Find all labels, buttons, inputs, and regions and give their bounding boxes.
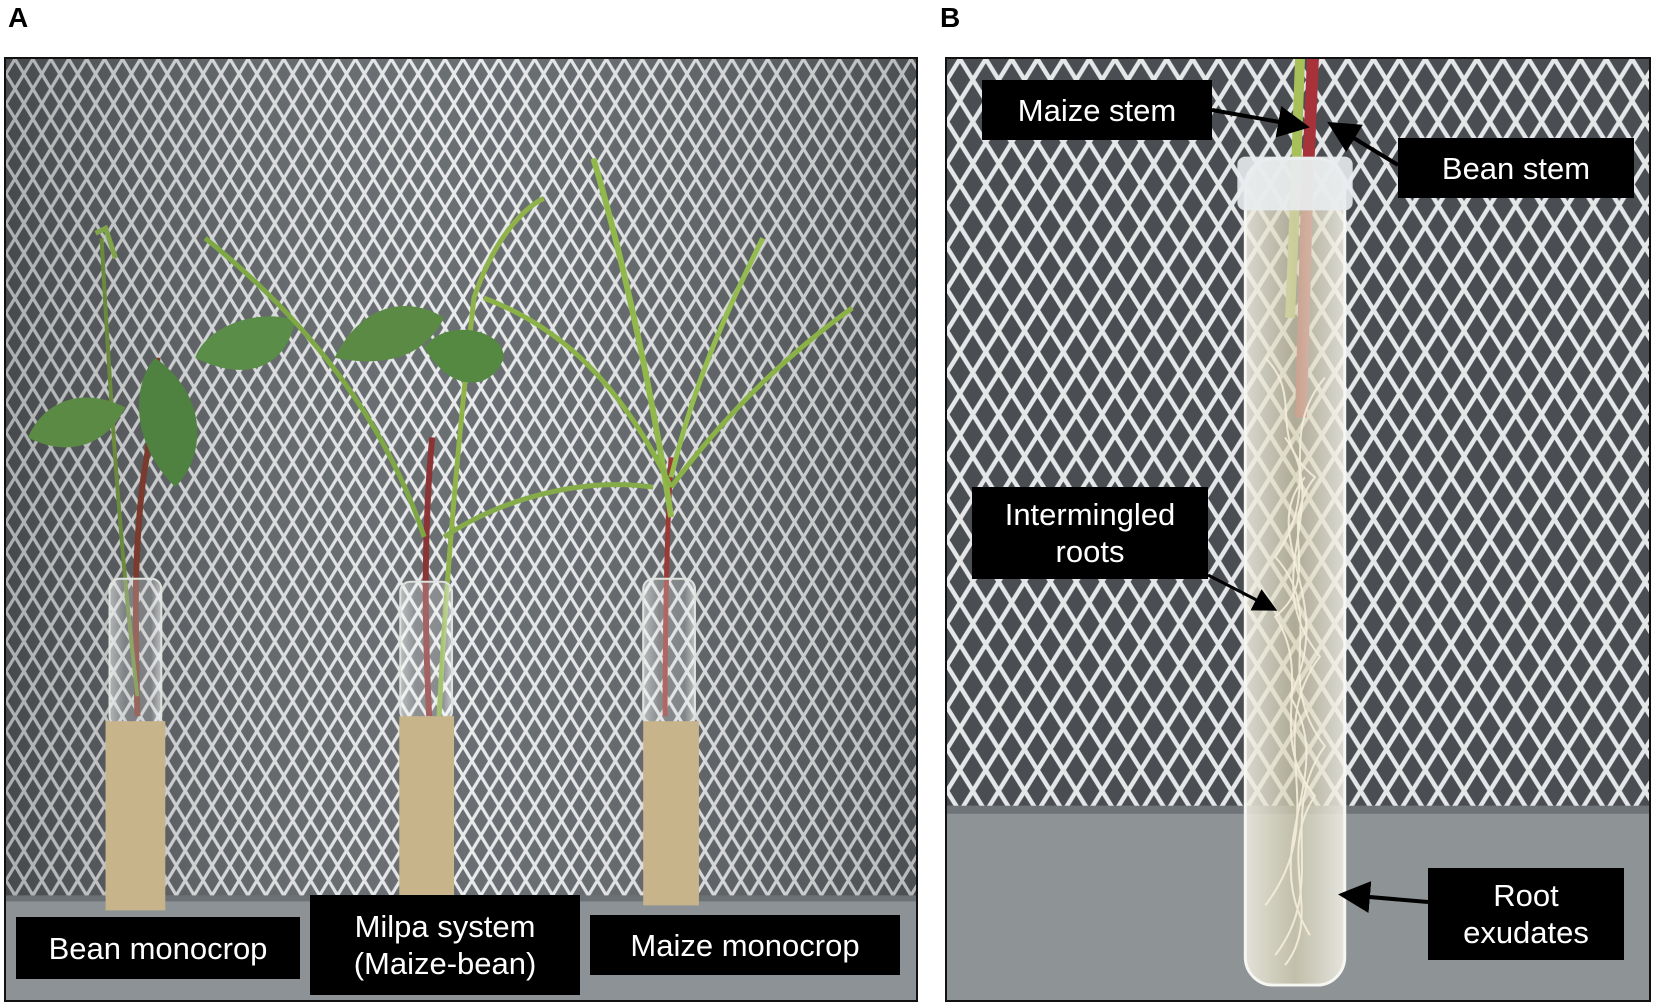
maize-stem-text: Maize stem: [1017, 92, 1177, 128]
maize-monocrop-text: Maize monocrop: [630, 927, 860, 963]
bean-monocrop-plant: [27, 224, 295, 717]
maize-stem-label: Maize stem: [982, 80, 1212, 140]
root-line2-text: exudates: [1463, 915, 1589, 950]
milpa-line1-text: Milpa system: [354, 909, 536, 944]
tube-milpa: [399, 580, 455, 901]
intermingled-line1-text: Intermingled: [1004, 497, 1176, 532]
panel-b-letter: B: [940, 2, 961, 33]
root-line1-text: Root: [1493, 878, 1559, 913]
intermingled-roots-label: Intermingled roots: [972, 487, 1208, 579]
milpa-system-label: Milpa system (Maize-bean): [310, 895, 580, 995]
maize-monocrop-label: Maize monocrop: [590, 915, 900, 975]
panel-a-letter: A: [8, 2, 29, 33]
tube-bean-monocrop: [105, 577, 166, 911]
bean-monocrop-text: Bean monocrop: [48, 930, 268, 966]
bean-stem-label: Bean stem: [1398, 138, 1634, 198]
tube-maize-monocrop: [642, 577, 699, 906]
bean-stem-text: Bean stem: [1441, 150, 1591, 186]
root-exudates-label: Root exudates: [1428, 868, 1624, 960]
bean-monocrop-label: Bean monocrop: [16, 917, 300, 979]
panel-a-photo: [4, 57, 918, 1002]
intermingled-line2-text: roots: [1055, 534, 1125, 569]
milpa-line2-text: (Maize-bean): [353, 946, 537, 981]
